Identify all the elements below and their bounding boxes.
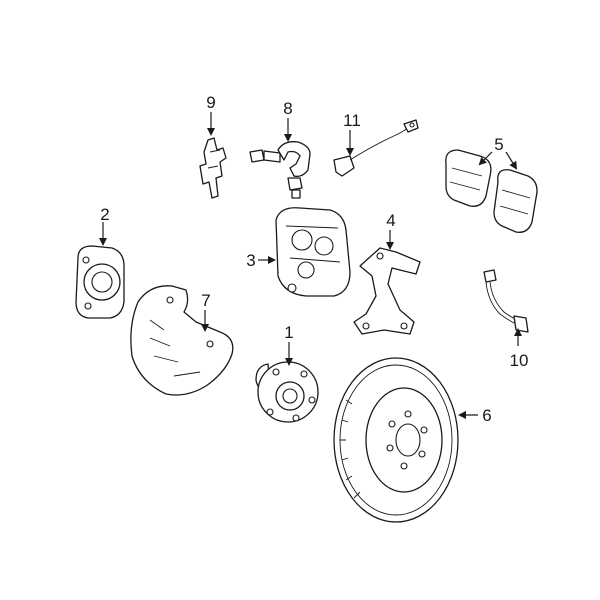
callout-7: 7 — [201, 291, 210, 310]
callout-9: 9 — [206, 93, 215, 112]
arrow-5a — [478, 151, 493, 166]
part-6-brake-rotor — [333, 357, 459, 523]
part-1-wheel-hub — [255, 361, 319, 423]
callout-8: 8 — [283, 99, 292, 118]
callout-10: 10 — [510, 351, 529, 370]
callout-4: 4 — [386, 211, 395, 230]
part-7-splash-shield — [130, 285, 234, 396]
callout-1: 1 — [284, 323, 293, 342]
callout-labels: 1 2 3 4 5 6 7 8 9 10 11 — [100, 93, 528, 425]
callout-5: 5 — [494, 135, 503, 154]
part-4-caliper-bracket — [353, 247, 421, 335]
part-3-caliper — [275, 207, 351, 297]
callout-6: 6 — [482, 406, 491, 425]
callout-11: 11 — [343, 111, 361, 130]
callout-3: 3 — [246, 251, 255, 270]
callout-arrows — [99, 112, 522, 419]
part-10-brake-hose — [483, 269, 529, 333]
part-5-brake-pads — [445, 149, 538, 233]
arrow-5b — [505, 151, 518, 170]
part-9-bracket — [199, 137, 227, 199]
callout-2: 2 — [100, 205, 109, 224]
part-11-wear-sensor — [333, 119, 419, 177]
part-8-brake-line — [249, 141, 311, 199]
part-2-bearing-flange — [75, 245, 125, 319]
